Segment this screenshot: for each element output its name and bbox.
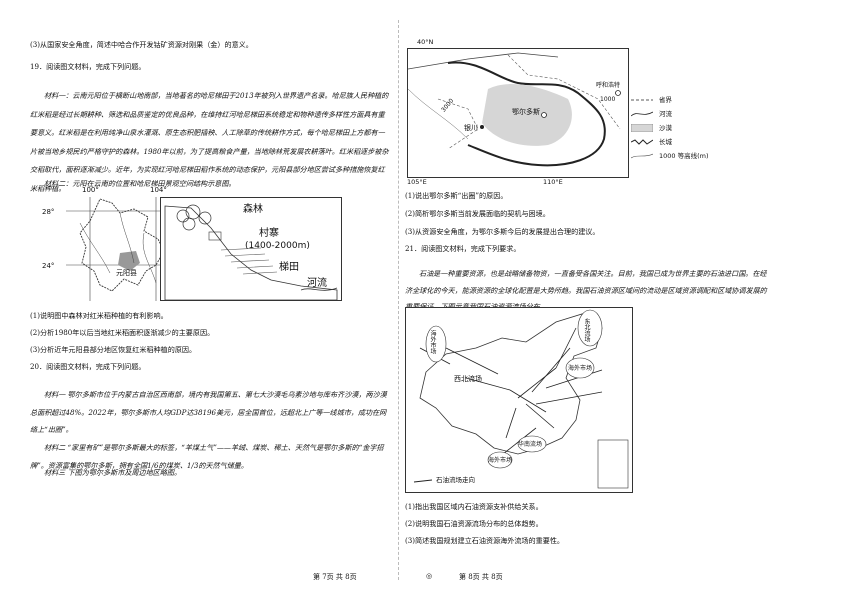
q19-material-1: 材料一：云南元阳位于横断山地南部，当地著名的哈尼梯田于2013年被列入世界遗产名… [30, 91, 389, 193]
center-mark: ◎ [426, 572, 433, 580]
overseas-market-3: 海外市场 [488, 457, 513, 464]
q20-material-2: 材料二 “家里有矿”是鄂尔多斯最大的标签，“羊煤土气”——羊绒、煤炭、稀土、天然… [30, 443, 384, 470]
hohhot-label: 呼和浩特 [596, 82, 621, 89]
lon-100-label: 100° [82, 186, 99, 194]
legend-great-wall: 长城 [659, 138, 672, 146]
lon-105e-label: 105°E [407, 178, 427, 186]
china-oil-flow-map: 东北流场 西北流场 海外市场 海外市场 海外市场 华南流场 石油流场走向 [405, 307, 633, 493]
q20-3: (3)从资源安全角度，为鄂尔多斯今后的发展提出合理的建议。 [405, 227, 600, 236]
oil-flow-legend: 石油流场走向 [436, 476, 475, 484]
legend-border: 省界 [659, 96, 672, 104]
ordos-region-map: 鄂尔多斯 银川 呼和浩特 3000 1000 [407, 48, 629, 178]
q19-1: (1)说明图中森林对红米稻种植的有利影响。 [30, 311, 168, 320]
village-label: 村寨 [259, 228, 279, 239]
footer-page-7: 第 7页 共 8页 [313, 573, 357, 581]
yinchuan-label: 银川 [464, 124, 478, 132]
q20-material-1: 材料一 鄂尔多斯市位于内蒙古自治区西南部，境内有我国第五、第七大沙漠毛乌素沙地与… [30, 390, 387, 435]
legend-river: 河流 [659, 110, 672, 118]
contour-1000-label: 1000 [600, 96, 616, 103]
legend-desert: 沙漠 [659, 124, 672, 132]
lat-40n-label: 40°N [417, 38, 434, 46]
q21-1: (1)指出我国区域内石油资源支补供给关系。 [405, 502, 543, 511]
lon-110e-label: 110°E [543, 178, 563, 186]
q20-material-3: 材料三 下图为鄂尔多斯市及周边地区略图。 [44, 468, 182, 477]
northeast-flow-label: 东北流场 [583, 318, 590, 342]
overseas-market-1: 海外市场 [429, 330, 436, 354]
footer-page-8: 第 8页 共 8页 [459, 573, 503, 581]
column-divider [398, 20, 399, 580]
q19-2: (2)分析1980年以后当地红米稻面积逐渐减少的主要原因。 [30, 328, 215, 337]
q21-material: 石油是一种重要资源，也是战略储备物资，一直备受各国关注。目前，我国已成为世界主要… [405, 269, 767, 311]
altitude-label: (1400-2000m) [245, 241, 310, 251]
q19-3: (3)分析近年元阳县部分地区恢复红米稻种植的原因。 [30, 345, 197, 354]
legend-contour: 1000 等高线(m) [659, 152, 709, 160]
ordos-map-legend: 省界 河流 沙漠 长城 1000 等高线(m) [630, 96, 711, 166]
lat-28-label: 28° [42, 208, 55, 216]
q21-2: (2)说明我国石油资源流场分布的总体趋势。 [405, 519, 543, 528]
q19-heading: 19．阅读图文材料，完成下列问题。 [30, 62, 146, 71]
forest-label: 森林 [243, 204, 263, 215]
northwest-flow-label: 西北流场 [454, 375, 482, 383]
q20-2: (2)简析鄂尔多斯当前发展面临的契机与困境。 [405, 209, 550, 218]
south-china-flow-label: 华南流场 [518, 441, 543, 448]
q21-3: (3)简述我国规划建立石油资源海外流场的重要性。 [405, 536, 565, 545]
lat-24-label: 24° [42, 262, 55, 270]
yuanyang-label: 元阳县 [116, 269, 137, 277]
q19-material-2: 材料二：元阳在云南的位置和哈尼梯田景观空间结构示意图。 [44, 179, 236, 188]
lon-104-label: 104° [150, 186, 167, 194]
ordos-city-label: 鄂尔多斯 [512, 108, 540, 116]
river-label: 河流 [307, 278, 327, 289]
q18-3-text: (3)从国家安全角度，简述中哈合作开发钴矿资源对刚果（金）的意义。 [30, 40, 253, 49]
terrace-label: 梯田 [279, 262, 299, 273]
overseas-market-2: 海外市场 [568, 365, 593, 372]
terrace-structure-diagram: 森林 村寨 (1400-2000m) 梯田 河流 [160, 197, 342, 301]
q21-heading: 21．阅读图文材料，完成下列要求。 [405, 244, 521, 253]
q20-heading: 20．阅读图文材料，完成下列问题。 [30, 362, 146, 371]
q20-1: (1)说出鄂尔多斯“出圈”的原因。 [405, 191, 508, 200]
